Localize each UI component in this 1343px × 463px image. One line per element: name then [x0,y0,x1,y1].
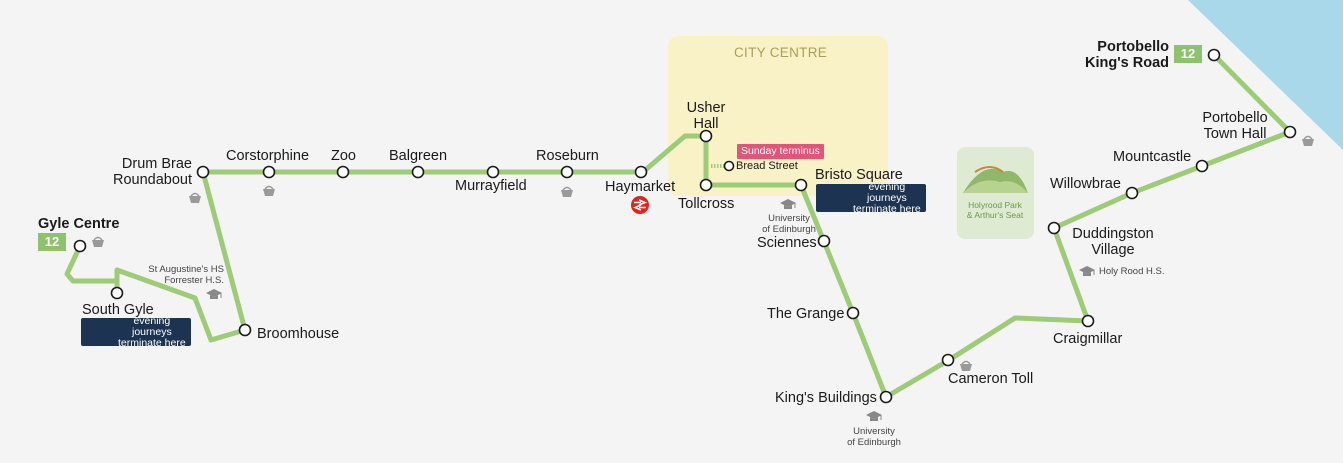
shopping-basket-icon [960,360,972,371]
shopping-basket-icon [1302,135,1314,146]
stop-marker-drum-brae [196,165,210,179]
stop-label-portobello-town-hall-line1: Portobello [1202,110,1268,126]
schools-west-note: St Augustine's HS Forrester H.S. [148,264,224,286]
stop-label-willowbrae[interactable]: Willowbrae [1050,176,1121,192]
stop-marker-duddingston [1047,221,1061,235]
stop-label-mountcastle[interactable]: Mountcastle [1113,149,1192,165]
stop-label-south-gyle[interactable]: South Gyle [82,302,154,318]
stop-label-cameron-toll[interactable]: Cameron Toll [948,371,1034,387]
school-icon [866,411,882,421]
stop-label-gyle-centre[interactable]: Gyle Centre [38,216,120,232]
stop-label-roseburn[interactable]: Roseburn [536,148,599,164]
school-icon [206,289,222,299]
uni-kings-line1: University [853,426,895,437]
stop-label-corstorphine[interactable]: Corstorphine [226,148,310,164]
schools-west-line2: Forrester H.S. [164,275,224,286]
stop-label-broomhouse[interactable]: Broomhouse [257,326,340,342]
stop-marker-kings-buildings [879,390,893,404]
stop-marker-bristo-square [794,178,808,192]
stop-label-craigmillar[interactable]: Craigmillar [1053,331,1123,347]
stop-marker-craigmillar [1081,314,1095,328]
stop-label-murrayfield[interactable]: Murrayfield [455,178,527,194]
stop-label-drum-brae-line1: Drum Brae [121,156,192,172]
stop-label-duddingston-line1: Duddingston [1072,226,1154,242]
route-badge-gyle: 12 [38,233,66,251]
stop-label-haymarket[interactable]: Haymarket [605,179,676,195]
uni-bristo-line1: University [768,213,810,224]
route-badge-portobello: 12 [1174,45,1202,63]
stop-label-portobello-town-hall-line2: Town Hall [1203,126,1267,142]
stop-marker-bread-street [723,160,735,172]
stop-marker-gyle-centre [73,239,87,253]
schools-west-line1: St Augustine's HS [148,264,224,275]
stop-marker-portobello-kings-road [1207,48,1221,62]
stop-marker-balgreen [411,165,425,179]
uni-bristo-line2: of Edinburgh [762,224,816,235]
stop-marker-tollcross [699,178,713,192]
stop-marker-portobello-town-hall [1283,125,1297,139]
stop-marker-usher-hall [699,129,713,143]
park-label-line1: Holyrood Park [968,200,1022,210]
stop-label-usher-hall[interactable]: Usher Hall [683,100,729,132]
school-icon [1079,266,1095,276]
stop-marker-broomhouse [238,323,252,337]
stop-label-drum-brae-line2: Roundabout [112,172,192,188]
stop-label-bristo-square[interactable]: Bristo Square [815,167,903,183]
school-icon [780,199,796,209]
stop-label-tollcross[interactable]: Tollcross [678,196,735,212]
city-centre-zone [668,36,888,196]
hill-icon [963,166,1028,193]
uni-bristo-note: University of Edinburgh [754,213,824,235]
stop-marker-corstorphine [262,165,276,179]
evening-note-line1: evening journeys [867,180,907,204]
stop-label-sciennes[interactable]: Sciennes [757,235,817,251]
evening-note-line1: evening journeys [132,314,172,338]
stop-label-kings-buildings[interactable]: King's Buildings [775,390,877,406]
shopping-basket-icon [263,185,275,196]
uni-kings-line2: of Edinburgh [847,437,901,448]
stop-marker-mountcastle [1195,159,1209,173]
stop-label-usher-hall-line1: Usher [686,100,726,116]
stop-marker-murrayfield [486,165,500,179]
stop-label-the-grange[interactable]: The Grange [767,306,845,322]
stop-label-duddingston-line2: Village [1091,242,1135,258]
stop-marker-the-grange [846,306,860,320]
stop-marker-sciennes [817,234,831,248]
sunday-terminus-badge: Sunday terminus [737,144,824,159]
stop-marker-willowbrae [1125,186,1139,200]
uni-kings-note: University of Edinburgh [839,426,909,448]
shopping-basket-icon [189,192,201,203]
park-label: Holyrood Park & Arthur's Seat [957,200,1033,220]
shopping-basket-icon [92,236,104,247]
stop-label-portobello-kings-road-line1: Portobello [1097,39,1169,55]
stop-marker-cameron-toll [941,353,955,367]
stop-label-portobello-town-hall[interactable]: Portobello Town Hall [1193,110,1277,142]
evening-note-line2: terminate here [118,336,186,349]
stop-label-bread-street[interactable]: Bread Street [736,160,798,172]
city-centre-label: CITY CENTRE [734,45,828,60]
stop-label-portobello-kings-road-line2: King's Road [1084,55,1169,71]
stop-label-usher-hall-line2: Hall [693,116,719,132]
national-rail-icon [631,196,649,214]
stop-label-portobello-kings-road[interactable]: Portobello King's Road [1085,39,1169,71]
holy-rood-note: Holy Rood H.S. [1099,266,1165,277]
stop-marker-south-gyle [110,286,124,300]
park-label-line2: & Arthur's Seat [966,209,1024,220]
stop-label-balgreen[interactable]: Balgreen [389,148,448,164]
shopping-basket-icon [561,186,573,197]
stop-marker-haymarket [634,165,648,179]
stop-marker-roseburn [560,165,574,179]
stop-label-duddingston[interactable]: Duddingston Village [1063,226,1163,258]
stop-marker-zoo [336,165,350,179]
sea-area [1188,0,1343,150]
stop-label-zoo[interactable]: Zoo [331,148,356,164]
evening-note-line2: terminate here [853,202,921,215]
stop-label-drum-brae[interactable]: Drum Brae Roundabout [113,156,192,188]
